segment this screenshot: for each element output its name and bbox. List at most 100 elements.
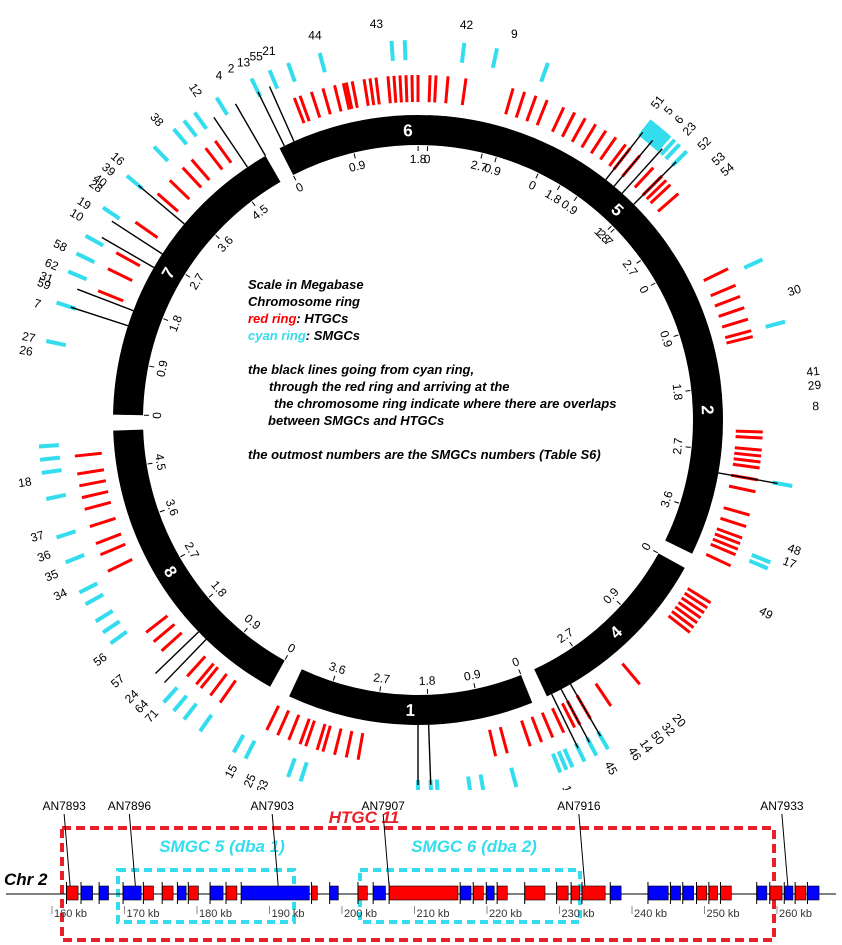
htgc-mark <box>344 82 354 110</box>
htgc-mark <box>667 614 691 634</box>
gene-block <box>670 885 681 901</box>
smgc-number-label: 10 <box>68 206 87 225</box>
scale-tick <box>243 627 248 633</box>
scale-tick-label: 4.5 <box>249 201 271 222</box>
overlap-line <box>213 117 249 168</box>
smgc-number-label: 56 <box>91 650 110 669</box>
htgc-mark <box>404 75 409 103</box>
overlap-line <box>111 220 163 255</box>
scale-tick <box>674 501 680 504</box>
scale-tick <box>180 553 186 558</box>
axis-tick-label: 260 kb <box>779 908 812 920</box>
smgc-number-label: 31 <box>38 268 56 286</box>
smgc6-label: SMGC 6 (dba 2) <box>411 837 537 856</box>
gene-pointer <box>63 813 71 887</box>
overlap-line <box>551 693 579 749</box>
htgc-mark <box>498 726 509 754</box>
htgc-mark <box>287 714 301 741</box>
scale-tick <box>636 260 642 264</box>
smgc-mark <box>64 553 85 565</box>
gene-block <box>177 885 187 901</box>
htgc-mark <box>551 106 566 133</box>
gene-block <box>720 885 732 901</box>
scale-tick <box>685 446 691 448</box>
scale-tick-label: 0.9 <box>483 161 503 179</box>
overlap-line <box>154 631 200 675</box>
htgc-mark <box>218 679 237 704</box>
htgc-label: HTGC 11 <box>329 808 400 827</box>
gene-block <box>372 885 386 901</box>
smgc-mark <box>232 733 246 754</box>
htgc-mark <box>703 267 729 282</box>
scale-tick <box>159 509 165 513</box>
overlap-line <box>613 139 654 187</box>
htgc-mark <box>525 95 538 122</box>
htgc-mark <box>156 192 179 213</box>
htgc-mark <box>186 655 207 678</box>
smgc-mark <box>243 739 257 760</box>
smgc5-label: SMGC 5 (dba 1) <box>159 837 285 856</box>
gene-block <box>556 885 569 901</box>
htgc-mark <box>181 166 203 189</box>
smgc-mark <box>152 145 170 163</box>
legend-outmost: the outmost numbers are the SMGCs number… <box>248 447 601 462</box>
gene-id-label: AN7903 <box>251 799 295 813</box>
overlap-line <box>560 688 590 743</box>
htgc-mark <box>145 614 169 634</box>
htgc-mark <box>99 542 126 557</box>
gene-block <box>647 885 669 901</box>
smgc-number-label: 42 <box>460 18 474 32</box>
gene-id-label: AN7896 <box>108 799 152 813</box>
htgc-mark <box>561 111 576 138</box>
gene-block <box>581 885 606 901</box>
htgc-mark <box>514 91 527 119</box>
htgc-mark <box>427 75 432 103</box>
htgc-mark <box>304 720 316 747</box>
htgc-mark <box>705 553 732 568</box>
scale-tick <box>556 185 561 191</box>
htgc-box <box>60 826 776 942</box>
smgc-mark <box>389 40 395 62</box>
smgc-number-label: 49 <box>757 604 776 623</box>
htgc-mark <box>392 75 398 103</box>
chromosome-1 <box>289 669 533 725</box>
htgc-mark <box>530 716 544 743</box>
htgc-mark <box>214 140 233 164</box>
htgc-mark <box>674 605 698 624</box>
gene-block <box>122 885 142 901</box>
overlap-line <box>427 724 432 785</box>
gene-block <box>311 885 318 901</box>
smgc-number-label: 29 <box>807 378 822 393</box>
htgc-mark <box>199 666 220 690</box>
htgc-mark <box>599 136 618 161</box>
smgc-number-label: 34 <box>51 585 69 604</box>
smgc-mark <box>551 753 563 774</box>
htgc-mark <box>721 317 749 329</box>
gene-pointer <box>128 813 136 887</box>
scale-tick <box>494 157 497 163</box>
htgc-mark <box>520 720 532 747</box>
htgc-mark <box>504 87 515 115</box>
scale-tick-label: 0.9 <box>463 667 483 684</box>
htgc-mark <box>195 662 215 686</box>
overlap-line <box>569 683 602 737</box>
axis-tick-label: 240 kb <box>634 908 667 920</box>
axis-tick-label: 200 kb <box>344 908 377 920</box>
chromosome-4 <box>534 553 685 697</box>
overlap-line <box>268 86 295 142</box>
htgc-mark <box>732 462 760 470</box>
smgc-mark <box>101 619 121 635</box>
smgc-mark <box>286 62 297 83</box>
gene-id-label: AN7916 <box>557 799 601 813</box>
scale-tick-label: 0.9 <box>657 329 676 350</box>
htgc-mark <box>160 631 183 652</box>
htgc-mark <box>190 158 211 181</box>
overlap-line <box>76 288 134 312</box>
smgc-mark <box>434 779 440 790</box>
smgc-number-label: 27 <box>21 329 37 346</box>
scale-tick <box>208 593 214 598</box>
smgc-mark <box>286 757 297 778</box>
chromosome-number-label: 6 <box>403 121 413 140</box>
axis-tick-label: 180 kb <box>199 908 232 920</box>
